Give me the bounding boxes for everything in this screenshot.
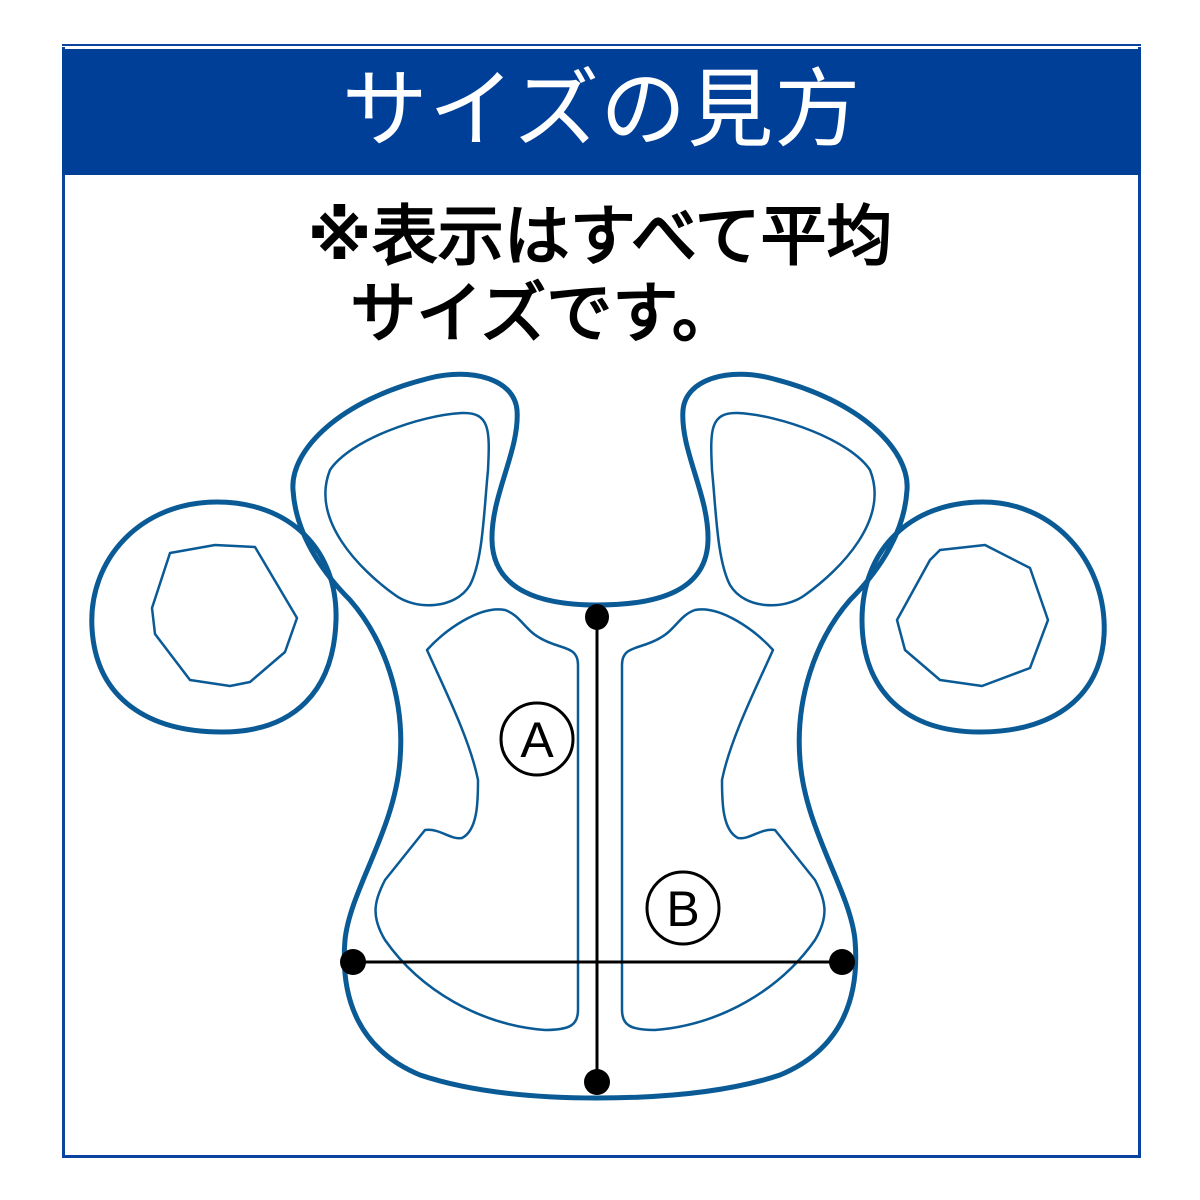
header-bar: サイズの見方: [62, 46, 1141, 175]
frame-border: [62, 44, 1141, 1158]
note-line-2: サイズです。: [350, 275, 738, 352]
page-title: サイズの見方: [341, 60, 862, 160]
label-a-circle: [499, 701, 575, 777]
left-body-inner: [374, 608, 580, 1032]
left-arm-pad: [89, 499, 339, 735]
label-a: A: [520, 712, 554, 768]
label-b-circle: [645, 870, 721, 946]
measurement-b: B: [340, 870, 855, 975]
right-shoulder-inner: [709, 411, 876, 607]
body-outline: [290, 371, 910, 1101]
right-body-inner: [620, 608, 826, 1032]
label-b: B: [666, 881, 699, 937]
header-top-rule: [62, 46, 1141, 47]
measurement-a: A: [499, 604, 610, 1095]
left-shoulder-inner: [324, 411, 491, 607]
note-line-1: ※表示はすべて平均: [307, 198, 893, 275]
right-arm-pad: [859, 499, 1107, 735]
